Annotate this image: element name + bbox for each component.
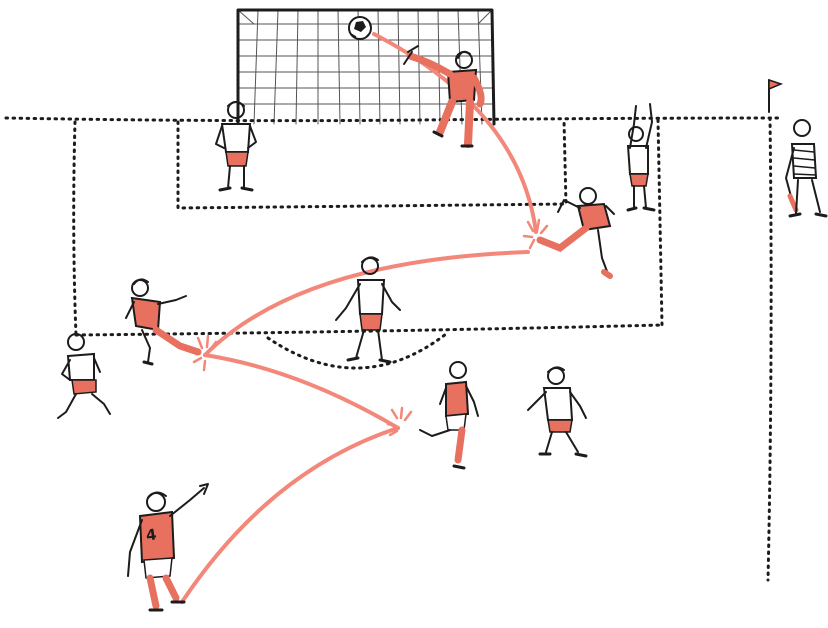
goalkeeper bbox=[404, 46, 481, 146]
pitch-markings bbox=[6, 118, 780, 580]
penalty-area-right bbox=[658, 120, 662, 325]
linesman bbox=[786, 120, 826, 216]
penalty-area-left bbox=[74, 122, 76, 335]
player-number-4 bbox=[128, 484, 208, 610]
goal-line bbox=[6, 118, 780, 121]
central-defender bbox=[336, 257, 400, 362]
pass-2 bbox=[205, 355, 398, 428]
corner-flag bbox=[769, 80, 781, 112]
striker-shooting bbox=[540, 188, 614, 276]
midfielder-passing bbox=[420, 362, 478, 468]
defender-near-post bbox=[216, 102, 256, 190]
defender-back-post bbox=[628, 104, 654, 210]
defender-chasing bbox=[58, 334, 110, 418]
winger-crossing bbox=[126, 279, 198, 364]
touchline bbox=[768, 118, 771, 580]
shot-on-goal bbox=[374, 34, 536, 232]
pass-1 bbox=[182, 428, 398, 602]
defender-marking bbox=[528, 367, 586, 456]
football bbox=[349, 17, 371, 39]
